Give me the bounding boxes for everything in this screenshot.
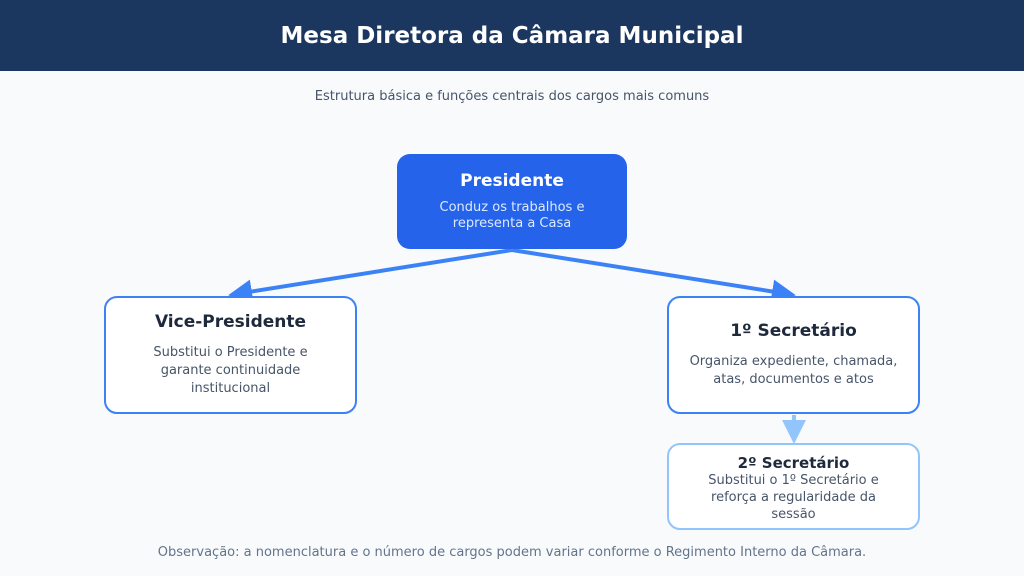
node-presidente: Presidente Conduz os trabalhos e represe… — [397, 154, 627, 249]
node-title: 1º Secretário — [730, 321, 857, 341]
node-title: Vice-Presidente — [154, 312, 307, 332]
subtitle: Estrutura básica e funções centrais dos … — [314, 89, 710, 104]
page-title: Mesa Diretora da Câmara Municipal — [280, 22, 744, 49]
node-vice-presidente: Vice-Presidente Substitui o Presidente e… — [104, 296, 357, 414]
footnote: Observação: a nomenclatura e o número de… — [157, 545, 867, 560]
node-1-secretario: 1º Secretário Organiza expediente, chama… — [667, 296, 920, 414]
arrow-to-sec1 — [511, 248, 796, 304]
node-2-secretario: 2º Secretário Substitui o 1º Secretário … — [667, 443, 920, 530]
node-title: 2º Secretário — [737, 454, 850, 472]
header: Mesa Diretora da Câmara Municipal — [0, 0, 1024, 71]
arrow-to-vice — [228, 248, 513, 304]
node-title: Presidente — [460, 171, 564, 191]
node-desc: Substitui o Presidente e garante continu… — [153, 345, 308, 396]
node-desc: Organiza expediente, chamada, atas, docu… — [689, 354, 898, 387]
node-desc: Substitui o 1º Secretário e reforça a re… — [708, 473, 879, 522]
node-desc: Conduz os trabalhos e representa a Casa — [439, 200, 585, 231]
